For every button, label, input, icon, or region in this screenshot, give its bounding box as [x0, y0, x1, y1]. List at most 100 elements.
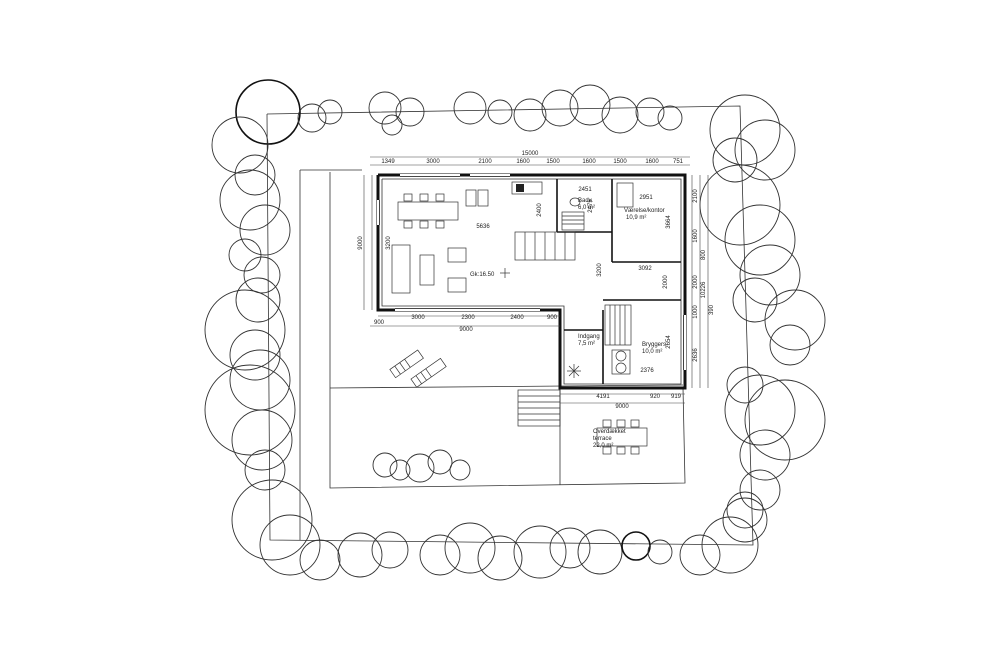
inner-dim-hall-width: 5636 — [476, 224, 490, 230]
inner-dim-stair-a: 2400 — [537, 203, 543, 217]
tree-icon — [449, 459, 471, 481]
tree-icon — [724, 204, 796, 276]
room-labels: Badv. 6,0 m² Værelse/kontor 10,9 m² Indg… — [470, 198, 666, 449]
tree-icon — [395, 97, 425, 127]
tree-icon — [577, 529, 623, 575]
dimension-lines — [363, 156, 709, 404]
tree-icon — [231, 479, 313, 561]
right-dim-6: 2636 — [693, 348, 699, 362]
room-entrance-name: Indgang — [578, 334, 600, 340]
tree-icon — [211, 116, 269, 174]
tree-icon — [647, 539, 673, 565]
inner-dim-bath-w: 2451 — [578, 187, 592, 193]
tree-icon — [229, 329, 281, 381]
inner-dim-stair-b: 2475 — [588, 199, 594, 213]
room-terrace-name2: terrace — [593, 436, 612, 442]
tree-icon — [234, 154, 276, 196]
right-dim-4: 2000 — [693, 275, 699, 289]
tree-icon — [453, 91, 487, 125]
top-dim-9: 751 — [673, 159, 684, 165]
room-entrance-area: 7,5 m² — [578, 341, 595, 347]
left-dim-part: 3200 — [386, 236, 392, 250]
lower-dim-2: 920 — [650, 394, 661, 400]
bottom-dim-5: 900 — [547, 315, 558, 321]
tree-icon — [297, 103, 327, 133]
inner-dim-hall-h2: 2000 — [663, 275, 669, 289]
tree-icon — [699, 164, 781, 246]
tree-icon — [444, 522, 496, 574]
tree-icon — [513, 98, 547, 132]
right-dim-extra: 390 — [709, 304, 715, 315]
top-dim-3: 2100 — [478, 159, 492, 165]
tree-icon — [204, 289, 286, 371]
room-bath-name: Badv. — [578, 198, 593, 204]
tree-icon — [709, 94, 781, 166]
house-walls — [376, 173, 687, 390]
tree-icon — [679, 534, 721, 576]
inner-dim-hall-w: 3092 — [638, 266, 652, 272]
room-utility-name: Bryggers — [642, 342, 666, 348]
tree-icon — [372, 452, 398, 478]
level-marker-icon — [500, 268, 510, 278]
tree-icon — [739, 244, 801, 306]
tree-icon — [541, 89, 579, 127]
left-dim-total: 9000 — [358, 236, 364, 250]
tree-icon — [299, 539, 341, 581]
tree-icon — [204, 364, 296, 456]
bottom-dim-4: 2400 — [510, 315, 524, 321]
tree-icon — [228, 238, 262, 272]
top-dim-5: 1500 — [546, 159, 560, 165]
top-dim-1: 1349 — [381, 159, 395, 165]
tree-icon — [712, 137, 758, 183]
tree-icon — [477, 535, 523, 581]
top-dim-8: 1600 — [645, 159, 659, 165]
tree-icon — [235, 277, 281, 323]
tree-icon — [734, 119, 796, 181]
room-terrace-name: Overdækket — [593, 429, 626, 435]
lower-dim-total: 9000 — [615, 404, 629, 410]
top-dim-4: 1600 — [516, 159, 530, 165]
inner-dim-bryggers-w: 2376 — [640, 368, 654, 374]
room-office-name: Værelse/kontor — [624, 208, 665, 214]
bottom-dim-1: 900 — [374, 320, 385, 326]
tree-icon — [259, 514, 321, 576]
tree-icon — [231, 409, 293, 471]
tree-icon — [722, 497, 768, 543]
right-dim-2: 1600 — [693, 229, 699, 243]
site-boundary — [266, 105, 754, 546]
tree-icon — [732, 277, 778, 323]
tree-icon — [635, 97, 665, 127]
tree-icon — [739, 429, 791, 481]
room-terrace-area: 22,0 m² — [593, 443, 613, 449]
tree-icon — [764, 289, 826, 351]
room-bath-area: 6,0 m² — [578, 205, 595, 211]
bottom-dim-total: 9000 — [459, 327, 473, 333]
tree-icon — [337, 532, 383, 578]
room-utility-area: 10,0 m² — [642, 349, 662, 355]
tree-icon — [244, 449, 286, 491]
inner-dim-office-h: 3664 — [666, 215, 672, 229]
bottom-dim-2: 3000 — [411, 315, 425, 321]
north-arrow-icon — [567, 364, 581, 378]
tree-icon — [419, 534, 461, 576]
tree-icon — [235, 79, 301, 145]
tree-icon — [726, 366, 764, 404]
tree-icon — [513, 525, 567, 579]
tree-icon — [389, 459, 411, 481]
tree-icon — [381, 114, 403, 136]
lower-dim-1: 4191 — [596, 394, 610, 400]
inner-dim-hall-height: 3200 — [597, 263, 603, 277]
inner-dim-office-w: 2951 — [639, 195, 653, 201]
tree-icon — [368, 91, 402, 125]
tree-icon — [427, 449, 453, 475]
tree-icon — [405, 453, 435, 483]
top-dim-total: 15000 — [522, 151, 539, 157]
furniture — [389, 181, 648, 455]
right-dim-3: 800 — [701, 249, 707, 260]
tree-icon — [657, 105, 683, 131]
inner-dim-bryggers-h: 2654 — [666, 335, 672, 349]
tree-icon — [229, 349, 291, 411]
floor-level-label: Gk:16.50 — [470, 272, 495, 278]
tree-icon — [726, 491, 764, 529]
right-dim-1: 2100 — [693, 189, 699, 203]
